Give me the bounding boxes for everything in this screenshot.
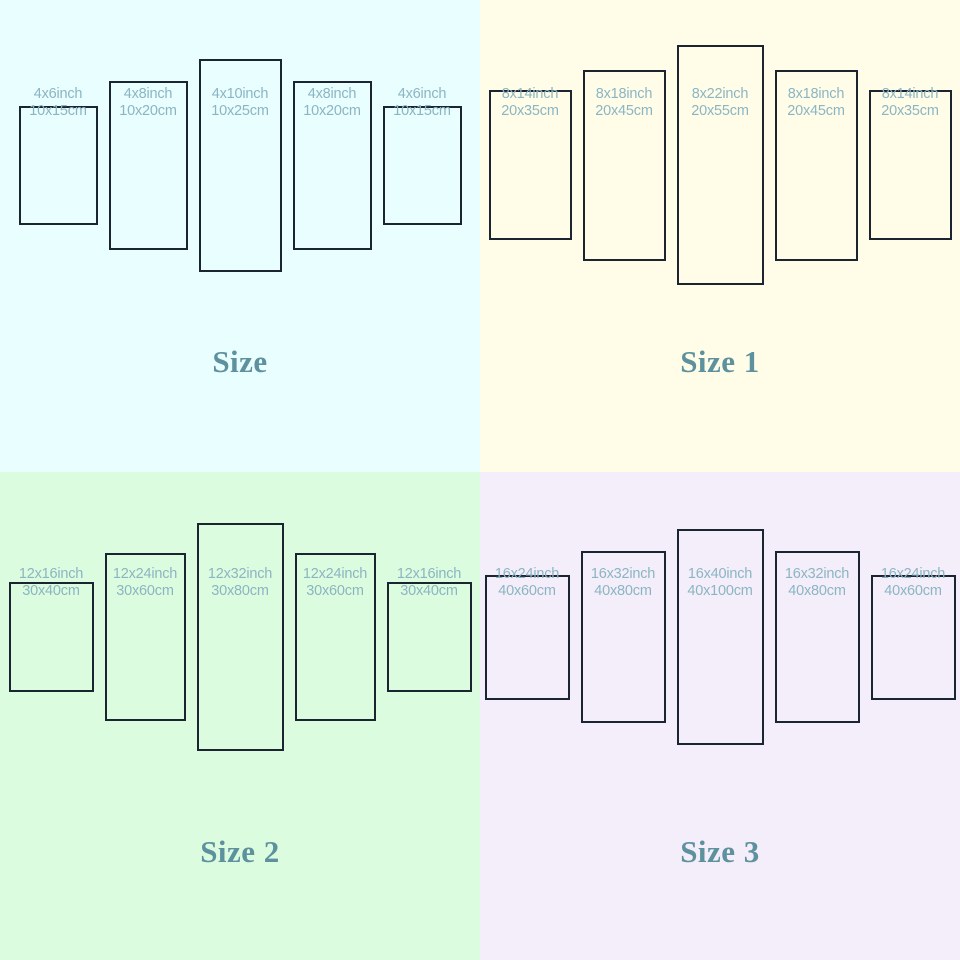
panel-size-cm: 20x35cm — [881, 103, 939, 119]
panel-size-cm: 40x100cm — [687, 583, 753, 599]
panel-size-inch: 4x8inch — [123, 86, 173, 102]
panel-size-cm: 10x15cm — [29, 103, 87, 119]
panel-size-inch: 4x6inch — [33, 86, 83, 102]
panel-size-inch: 12x16inch — [18, 566, 84, 582]
panel-size-cm: 10x15cm — [393, 103, 451, 119]
quadrant-title-size-3: Size 3 — [680, 834, 760, 869]
panel-size-cm: 10x20cm — [303, 103, 361, 119]
panel-size-cm: 20x35cm — [501, 103, 559, 119]
panel-size-inch: 16x24inch — [880, 566, 946, 582]
quadrant-title-size: Size — [212, 344, 268, 379]
panel-size-inch: 4x10inch — [211, 86, 269, 102]
panel-size-cm: 20x45cm — [595, 103, 653, 119]
panel-size-inch: 8x14inch — [501, 86, 559, 102]
panel-size-inch: 16x24inch — [494, 566, 560, 582]
panel-size-cm: 20x45cm — [787, 103, 845, 119]
panel-size-inch: 4x8inch — [307, 86, 357, 102]
panel-size-inch: 12x32inch — [207, 566, 273, 582]
quadrant-title-size-1: Size 1 — [680, 344, 760, 379]
panel-size-cm: 30x80cm — [211, 583, 269, 599]
panel-size-inch: 12x16inch — [396, 566, 462, 582]
panel-size-inch: 16x40inch — [687, 566, 753, 582]
panel-size-cm: 30x60cm — [306, 583, 364, 599]
panel-size-inch: 12x24inch — [302, 566, 368, 582]
panel-size-cm: 40x60cm — [884, 583, 942, 599]
quadrant-title-size-2: Size 2 — [200, 834, 280, 869]
panel-size-inch: 8x18inch — [595, 86, 653, 102]
panel-size-cm: 40x80cm — [788, 583, 846, 599]
panel-size-cm: 40x60cm — [498, 583, 556, 599]
panel-size-inch: 8x14inch — [881, 86, 939, 102]
panel-size-inch: 8x22inch — [691, 86, 749, 102]
panel-size-cm: 30x60cm — [116, 583, 174, 599]
panel-size-cm: 30x40cm — [400, 583, 458, 599]
panel-size-cm: 40x80cm — [594, 583, 652, 599]
panel-size-inch: 16x32inch — [590, 566, 656, 582]
panel-size-inch: 8x18inch — [787, 86, 845, 102]
panel-size-inch: 16x32inch — [784, 566, 850, 582]
panel-size-cm: 30x40cm — [22, 583, 80, 599]
panel-size-inch: 12x24inch — [112, 566, 178, 582]
panel-size-inch: 4x6inch — [397, 86, 447, 102]
panel-size-cm: 20x55cm — [691, 103, 749, 119]
panel-size-cm: 10x20cm — [119, 103, 177, 119]
panel-size-cm: 10x25cm — [211, 103, 269, 119]
